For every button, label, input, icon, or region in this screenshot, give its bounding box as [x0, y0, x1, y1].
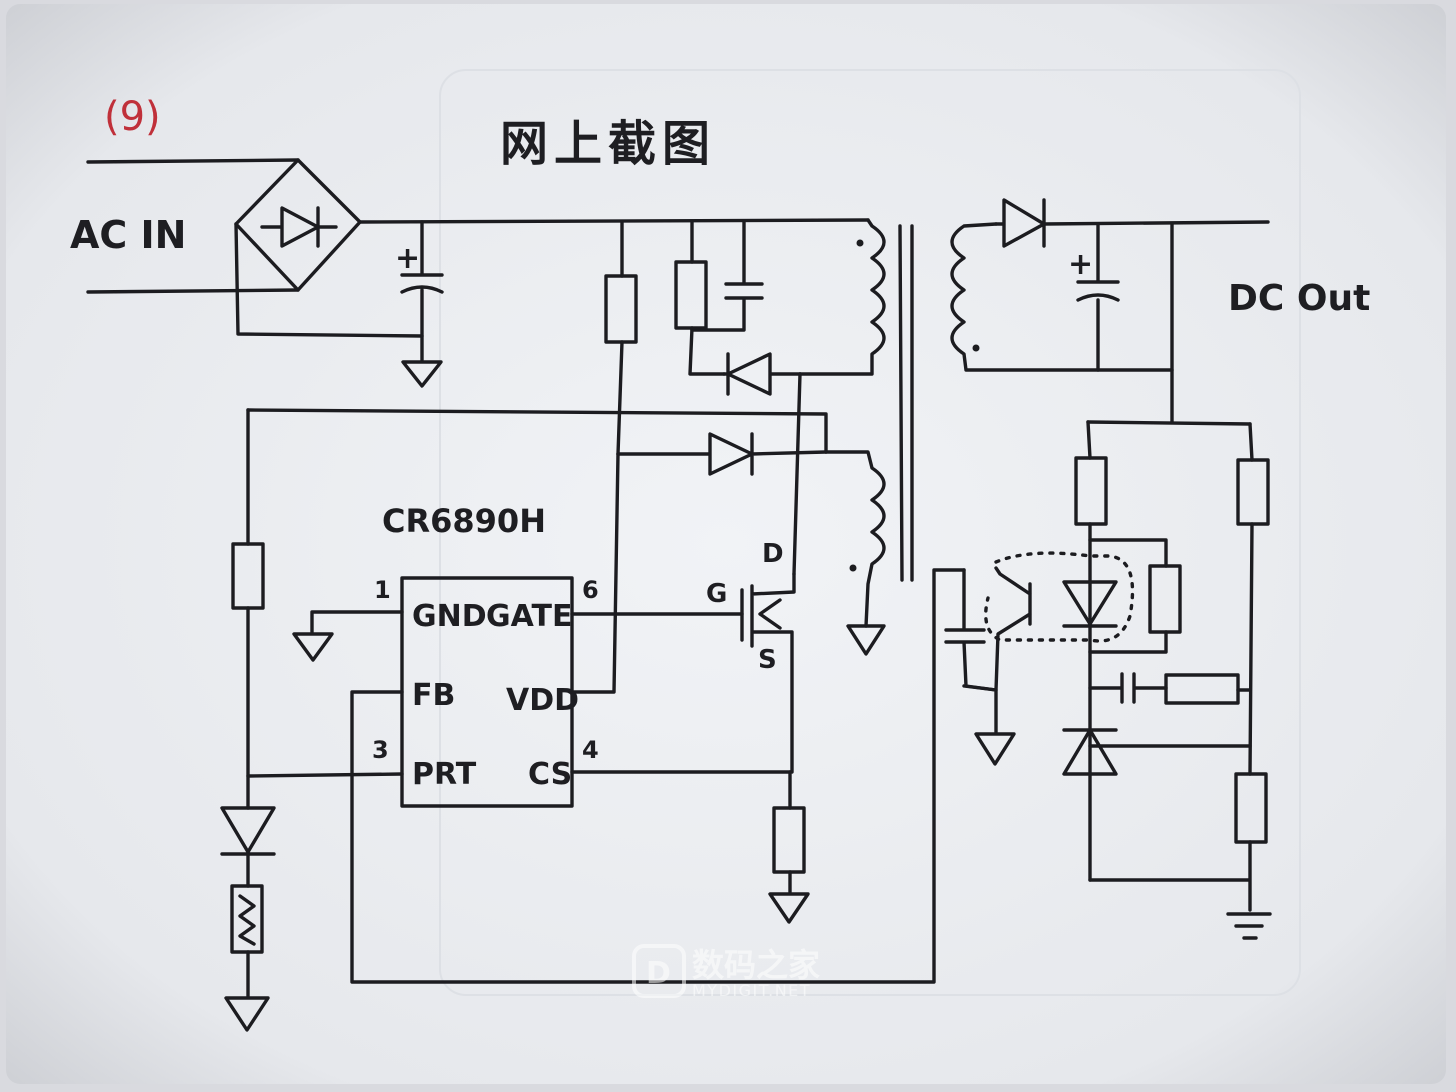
secondary-winding	[950, 222, 1174, 372]
startup-resistor	[604, 220, 638, 456]
mosfet: D G S	[706, 539, 796, 774]
mosfet-d-label: D	[762, 539, 784, 569]
pin-number-1: 1	[374, 576, 391, 604]
ground-symbol-secondary	[1226, 912, 1272, 940]
optocoupler	[944, 538, 1182, 766]
snubber-rc	[674, 220, 764, 376]
vdd-diode	[616, 432, 828, 476]
page-number: (9)	[104, 94, 161, 140]
pin-number-6: 6	[582, 576, 599, 604]
watermark-cn: 数码之家	[692, 946, 820, 984]
watermark-en: MYDIGIT.NET	[692, 981, 811, 1000]
output-diode	[994, 198, 1270, 248]
ic-chip: CR6890H GND GATE FB VDD PRT CS 1 6 3 4	[372, 502, 599, 808]
dc-out-label: DC Out	[1228, 278, 1370, 319]
ac-input-lines	[86, 158, 300, 294]
pin-gate-label: GATE	[486, 599, 572, 634]
dc-out-lines	[1086, 222, 1252, 426]
mosfet-s-label: S	[758, 645, 777, 675]
snubber-diode	[722, 352, 802, 396]
input-capacitor: +	[395, 220, 444, 362]
mosfet-g-label: G	[706, 579, 727, 609]
tl431-regulator	[1062, 728, 1252, 776]
pin-number-4: 4	[582, 736, 599, 764]
bridge-rectifier	[234, 158, 424, 338]
svg-text:D: D	[646, 956, 671, 991]
transformer-core	[898, 224, 914, 582]
ic-pin-wires	[246, 452, 966, 984]
ground-symbol-input	[401, 360, 443, 388]
output-capacitor: +	[1068, 222, 1120, 372]
protect-diode	[220, 806, 276, 888]
caption-title: 网上截图	[500, 116, 716, 172]
auxiliary-winding	[824, 450, 886, 628]
pin-number-3: 3	[372, 736, 389, 764]
svg-text:+: +	[1068, 247, 1093, 282]
ntc-thermistor	[230, 884, 264, 998]
paper-sheet	[6, 4, 1446, 1084]
hv-rail	[358, 218, 870, 224]
sense-resistor	[768, 770, 810, 924]
paper-fold	[439, 69, 1301, 996]
feedback-resistors	[1074, 420, 1270, 912]
ac-in-label: AC IN	[70, 213, 186, 257]
pin-prt-label: PRT	[412, 757, 477, 792]
ground-symbol-ntc	[224, 996, 270, 1032]
pin-vdd-label: VDD	[506, 683, 579, 718]
ground-symbol-aux	[846, 624, 886, 656]
ic-name: CR6890H	[382, 502, 546, 540]
pin-cs-label: CS	[528, 757, 572, 792]
svg-text:+: +	[395, 241, 420, 276]
pin-fb-label: FB	[412, 678, 455, 713]
watermark: D 数码之家 MYDIGIT.NET	[632, 944, 820, 1000]
pin-gnd-label: GND	[412, 599, 487, 634]
drain-wire	[792, 372, 802, 576]
primary-winding	[798, 218, 886, 376]
compensation-network	[1088, 672, 1252, 705]
